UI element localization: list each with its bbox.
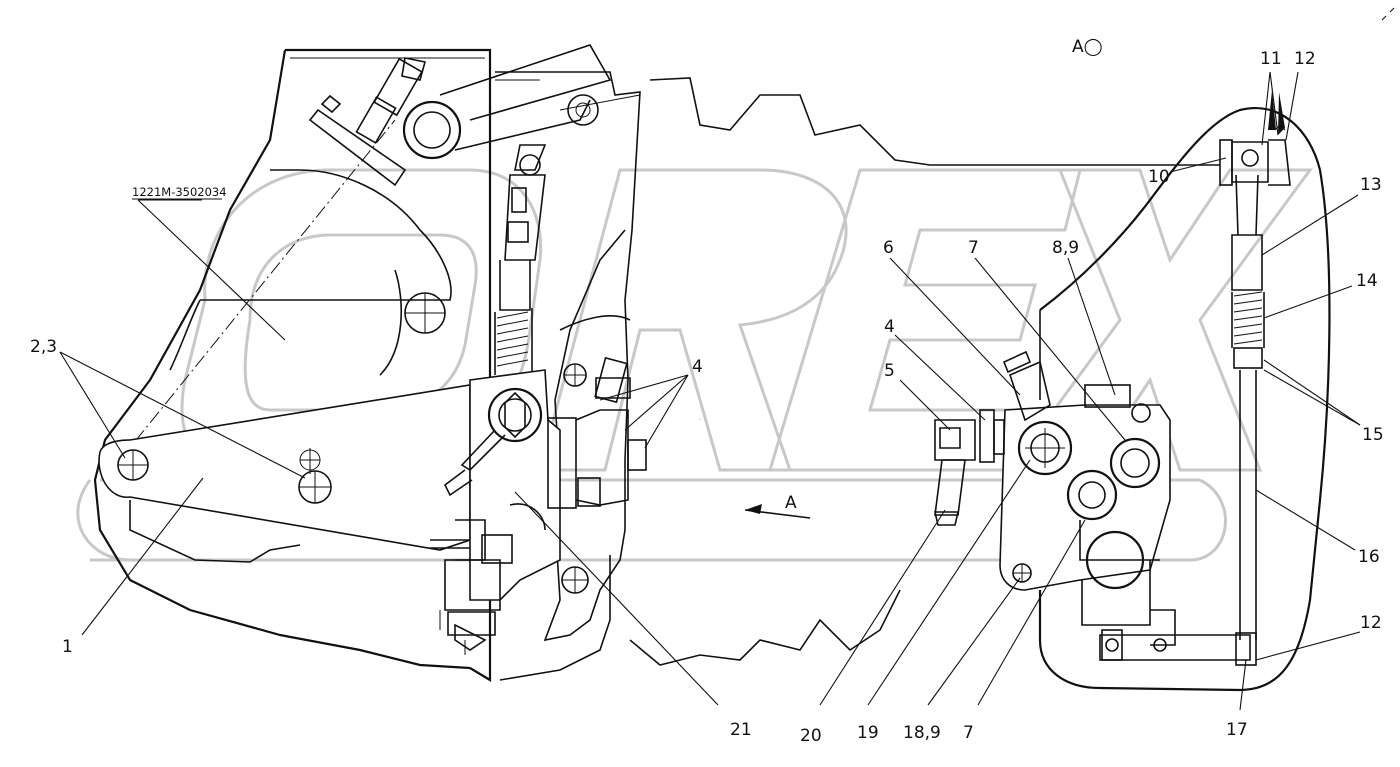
callout-20: 20 bbox=[800, 726, 822, 746]
callout-1: 1 bbox=[62, 637, 73, 657]
callout-12-bottom: 12 bbox=[1360, 613, 1382, 633]
watermark-text: OREX bbox=[699, 419, 702, 421]
callout-19: 19 bbox=[857, 723, 879, 743]
callout-4-left: 4 bbox=[692, 357, 703, 377]
callout-13: 13 bbox=[1360, 175, 1382, 195]
callout-6: 6 bbox=[883, 238, 894, 258]
left-assembly bbox=[93, 44, 647, 682]
callout-15: 15 bbox=[1362, 425, 1384, 445]
callout-14: 14 bbox=[1356, 271, 1378, 291]
labels: A◯ 1221M-3502034 2,3 1 4 21 6 7 8,9 4 5 … bbox=[30, 37, 1384, 746]
callout-11: 11 bbox=[1260, 49, 1282, 69]
background-housing bbox=[629, 77, 1220, 666]
leader-lines bbox=[59, 71, 1361, 711]
callout-7-top: 7 bbox=[968, 238, 979, 258]
view-arrow-label: A bbox=[785, 493, 797, 513]
callout-4-mid: 4 bbox=[884, 317, 895, 337]
callout-7-bottom: 7 bbox=[963, 723, 974, 743]
callout-2-3: 2,3 bbox=[30, 337, 57, 357]
callout-12-top: 12 bbox=[1294, 49, 1316, 69]
view-title: A◯ bbox=[1072, 37, 1103, 57]
callout-5: 5 bbox=[884, 361, 895, 381]
callout-17: 17 bbox=[1226, 720, 1248, 740]
callout-10: 10 bbox=[1148, 167, 1170, 187]
callout-16: 16 bbox=[1358, 547, 1380, 567]
corner-marks bbox=[1381, 7, 1395, 21]
part-code-label: 1221M-3502034 bbox=[132, 185, 227, 199]
callout-21: 21 bbox=[730, 720, 752, 740]
right-assembly bbox=[933, 107, 1331, 692]
callout-8-9: 8,9 bbox=[1052, 238, 1079, 258]
view-arrow: A bbox=[744, 493, 811, 519]
callout-18-9: 18,9 bbox=[903, 723, 941, 743]
